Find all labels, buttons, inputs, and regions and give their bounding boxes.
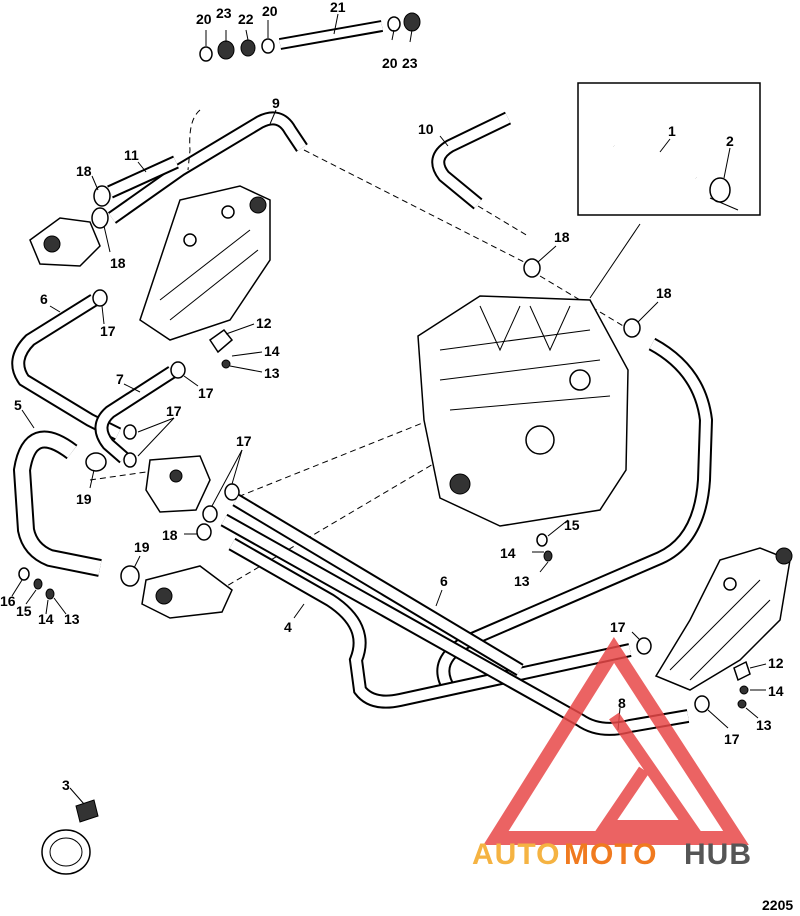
callout-20-a: 20	[196, 11, 212, 27]
watermark-text: AUTO MOTO HUB	[472, 838, 752, 871]
drain-fittings-left	[11, 567, 67, 615]
watermark-logo	[483, 636, 749, 845]
callout-18-d: 18	[656, 285, 672, 301]
callout-18-c: 18	[554, 229, 570, 245]
clamps-17-right	[631, 631, 729, 729]
fitting-12-left	[208, 323, 263, 373]
callout-18-e: 18	[162, 527, 178, 543]
dashed-connector-pump	[219, 459, 441, 591]
dashed-connector-10	[477, 205, 529, 237]
callout-3: 3	[62, 777, 70, 793]
top-fittings-row	[199, 12, 421, 62]
callout-10: 10	[418, 121, 434, 137]
callout-18-b: 18	[110, 255, 126, 271]
engine-drain-fittings	[532, 519, 569, 573]
callout-13-right: 13	[756, 717, 772, 733]
callout-14-left: 14	[264, 343, 280, 359]
callout-17-f: 17	[724, 731, 740, 747]
callout-1: 1	[668, 123, 676, 139]
hose-10	[431, 111, 512, 210]
circulating-pump	[120, 555, 233, 619]
callout-19-a: 19	[76, 491, 92, 507]
hose-7	[94, 361, 199, 464]
callout-2: 2	[726, 133, 734, 149]
callout-21: 21	[330, 0, 346, 15]
callout-11: 11	[124, 147, 139, 163]
callout-20-b: 20	[262, 3, 278, 19]
callout-4: 4	[284, 619, 292, 635]
seawater-pump-left	[29, 175, 111, 267]
clamps-17-18-center	[184, 449, 243, 541]
callout-14-right: 14	[768, 683, 784, 699]
callout-6-left: 6	[40, 291, 48, 307]
callout-labels: 1 2 3 4 5 6 6 7 8 9 10 11 12 12 13 13 13…	[0, 0, 784, 793]
callout-12-right: 12	[768, 655, 784, 671]
right-exhaust-manifold	[654, 547, 793, 691]
hose-6-left	[11, 289, 122, 441]
hose-11	[107, 155, 179, 199]
fitting-12-right	[733, 660, 767, 719]
callout-17-c: 17	[166, 403, 182, 419]
hose-6-center	[232, 493, 524, 677]
callout-13-drain: 13	[64, 611, 80, 627]
figure-number: 2205	[762, 897, 793, 913]
callout-17-a: 17	[100, 323, 116, 339]
callout-5: 5	[14, 397, 22, 413]
hose-9-dashed-extension	[187, 109, 201, 171]
watermark-hub: HUB	[684, 838, 752, 871]
engine-block	[417, 295, 629, 527]
hose-clamp-p-clip	[709, 177, 739, 211]
callout-16: 16	[0, 593, 16, 609]
hose-5	[12, 409, 102, 577]
watermark-moto: MOTO	[564, 838, 657, 871]
callout-6-center: 6	[440, 573, 448, 589]
thermostat-housing	[85, 417, 211, 513]
inset-pointer-line	[589, 223, 641, 299]
callout-7: 7	[116, 371, 124, 387]
inset-detail-box	[577, 82, 761, 216]
callout-22: 22	[238, 11, 254, 27]
hose-clamp-3	[41, 787, 99, 875]
callout-17-b: 17	[198, 385, 214, 401]
callout-15-drain: 15	[16, 603, 32, 619]
clamp-18-upper-right	[523, 245, 659, 338]
callout-8: 8	[618, 695, 626, 711]
callout-20-c: 20	[382, 55, 398, 71]
callout-17-d: 17	[236, 433, 252, 449]
callout-13-left: 13	[264, 365, 280, 381]
dashed-connector-thermo	[89, 469, 161, 481]
callout-14-engine: 14	[500, 545, 516, 561]
watermark-auto: AUTO	[472, 838, 560, 871]
dashed-connector-9	[303, 149, 525, 263]
callout-17-e: 17	[610, 619, 626, 635]
callout-14-drain: 14	[38, 611, 54, 627]
callout-15-engine: 15	[564, 517, 580, 533]
hose-6-right	[436, 337, 714, 694]
callout-23-b: 23	[402, 55, 418, 71]
callout-13-engine: 13	[514, 573, 530, 589]
callout-23-a: 23	[216, 5, 232, 21]
left-exhaust-manifold	[139, 185, 271, 341]
hose-4	[228, 537, 632, 709]
callout-18-a: 18	[76, 163, 92, 179]
callout-12-left: 12	[256, 315, 272, 331]
callout-9: 9	[272, 95, 280, 111]
callout-19-b: 19	[134, 539, 150, 555]
hose-9	[107, 109, 308, 224]
dashed-connector-engine-left	[229, 419, 431, 501]
